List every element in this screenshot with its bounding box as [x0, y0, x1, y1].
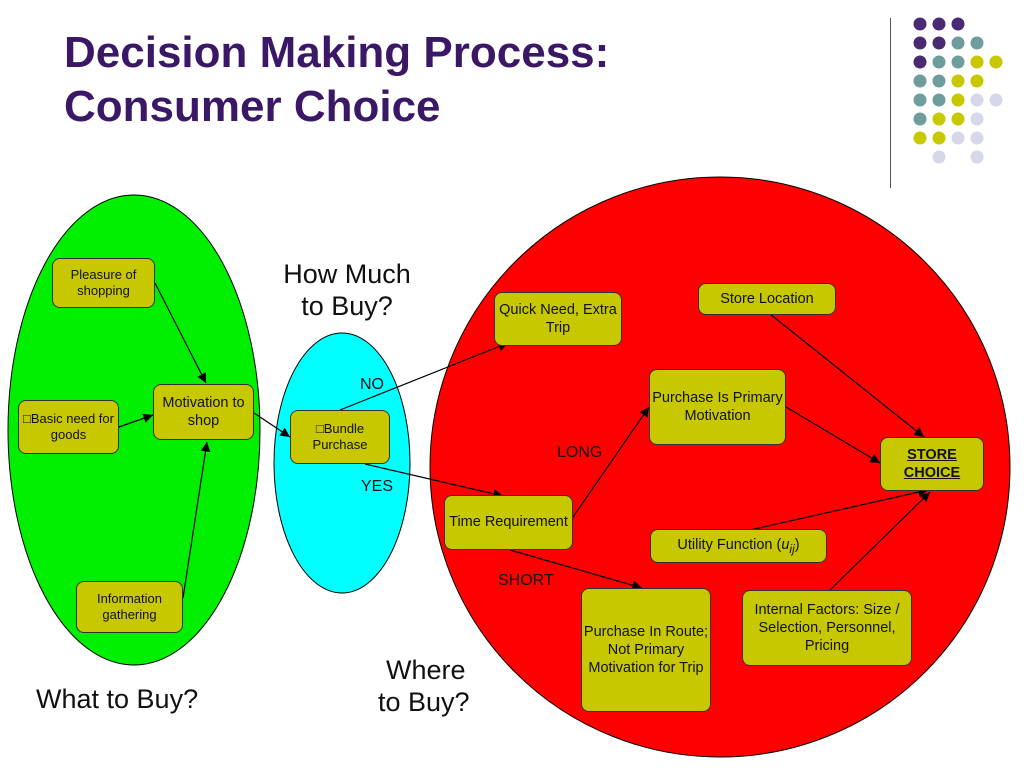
arrow-motivation-to-bundle — [253, 412, 291, 438]
where-line-1: Where — [386, 655, 466, 685]
how-much-line-1: How Much — [283, 259, 411, 289]
long-label: LONG — [557, 444, 603, 461]
yes-label: YES — [361, 478, 394, 495]
information-gathering-label: Information gathering — [96, 590, 163, 622]
utility-function-box: Utility Function (uij) — [650, 529, 827, 563]
title-line-2: Consumer Choice — [64, 81, 441, 131]
arrow-time-to-primary — [572, 406, 650, 518]
utility-subscript: ij — [789, 541, 795, 556]
arrow-bundle-to-time — [364, 463, 504, 499]
internal-factors-label: Internal Factors: Size / Selection, Pers… — [754, 601, 900, 655]
no-label: NO — [360, 376, 384, 393]
arrow-info-to-motivation — [182, 441, 211, 599]
bundle-purchase-box: □Bundle Purchase — [290, 410, 390, 464]
quick-need-box: Quick Need, Extra Trip — [494, 292, 622, 346]
information-gathering-box: Information gathering — [76, 581, 183, 633]
time-requirement-box: Time Requirement — [444, 495, 573, 550]
basic-need-box: □Basic need for goods — [18, 400, 119, 454]
basic-need-label: Basic need for goods — [30, 410, 114, 442]
slide-title: Decision Making Process: Consumer Choice — [64, 26, 609, 133]
utility-variable: u — [781, 536, 790, 553]
bullet-glyph: □ — [315, 420, 324, 436]
bundle-purchase-label: Bundle Purchase — [312, 420, 368, 452]
store-choice-label: STORE CHOICE — [903, 446, 961, 481]
short-label: SHORT — [498, 572, 554, 589]
arrow-utility-to-storechoice — [749, 487, 929, 531]
divider-line — [890, 18, 891, 188]
how-much-line-2: to Buy? — [301, 291, 393, 322]
bundle-purchase-text: □Bundle Purchase — [291, 421, 389, 454]
arrow-primary-to-storechoice — [785, 406, 881, 464]
what-to-buy-label: What to Buy? — [36, 684, 199, 714]
pleasure-of-shopping-box: Pleasure of shopping — [52, 258, 155, 308]
where-line-2: to Buy? — [378, 687, 470, 718]
arrow-bundle-to-quickneed — [339, 342, 509, 411]
motivation-to-shop-label: Motivation to shop — [162, 394, 245, 429]
pleasure-of-shopping-label: Pleasure of shopping — [70, 266, 137, 298]
utility-function-label: Utility Function ( — [677, 536, 782, 553]
purchase-in-route-label: Purchase In Route; Not Primary Motivatio… — [583, 623, 709, 677]
store-location-label: Store Location — [720, 290, 814, 307]
utility-close: ) — [794, 536, 800, 553]
title-line-1: Decision Making Process: — [64, 28, 610, 77]
arrow-location-to-storechoice — [769, 313, 925, 438]
purchase-primary-label: Purchase Is Primary Motivation — [652, 389, 783, 424]
arrow-time-to-inroute — [509, 549, 643, 590]
arrow-pleasure-to-motivation — [154, 282, 207, 384]
arrow-basic-to-motivation — [118, 413, 154, 428]
utility-function-text: Utility Function (uij) — [677, 536, 799, 557]
decorative-dot-grid — [913, 17, 1003, 164]
purchase-primary-box: Purchase Is Primary Motivation — [649, 369, 786, 445]
where-to-buy-label: Where to Buy? — [378, 654, 470, 719]
purchase-in-route-box: Purchase In Route; Not Primary Motivatio… — [581, 588, 711, 712]
arrow-internal-to-storechoice — [829, 491, 931, 591]
store-location-box: Store Location — [698, 283, 836, 315]
basic-need-text: □Basic need for goods — [19, 411, 118, 444]
store-choice-box: STORE CHOICE — [880, 437, 984, 491]
motivation-to-shop-box: Motivation to shop — [153, 384, 254, 440]
time-requirement-label: Time Requirement — [449, 514, 568, 531]
internal-factors-box: Internal Factors: Size / Selection, Pers… — [742, 590, 912, 666]
how-much-label: How Much to Buy? — [262, 258, 432, 323]
what-region — [7, 194, 261, 666]
bullet-glyph: □ — [23, 410, 31, 426]
quick-need-label: Quick Need, Extra Trip — [499, 301, 617, 336]
